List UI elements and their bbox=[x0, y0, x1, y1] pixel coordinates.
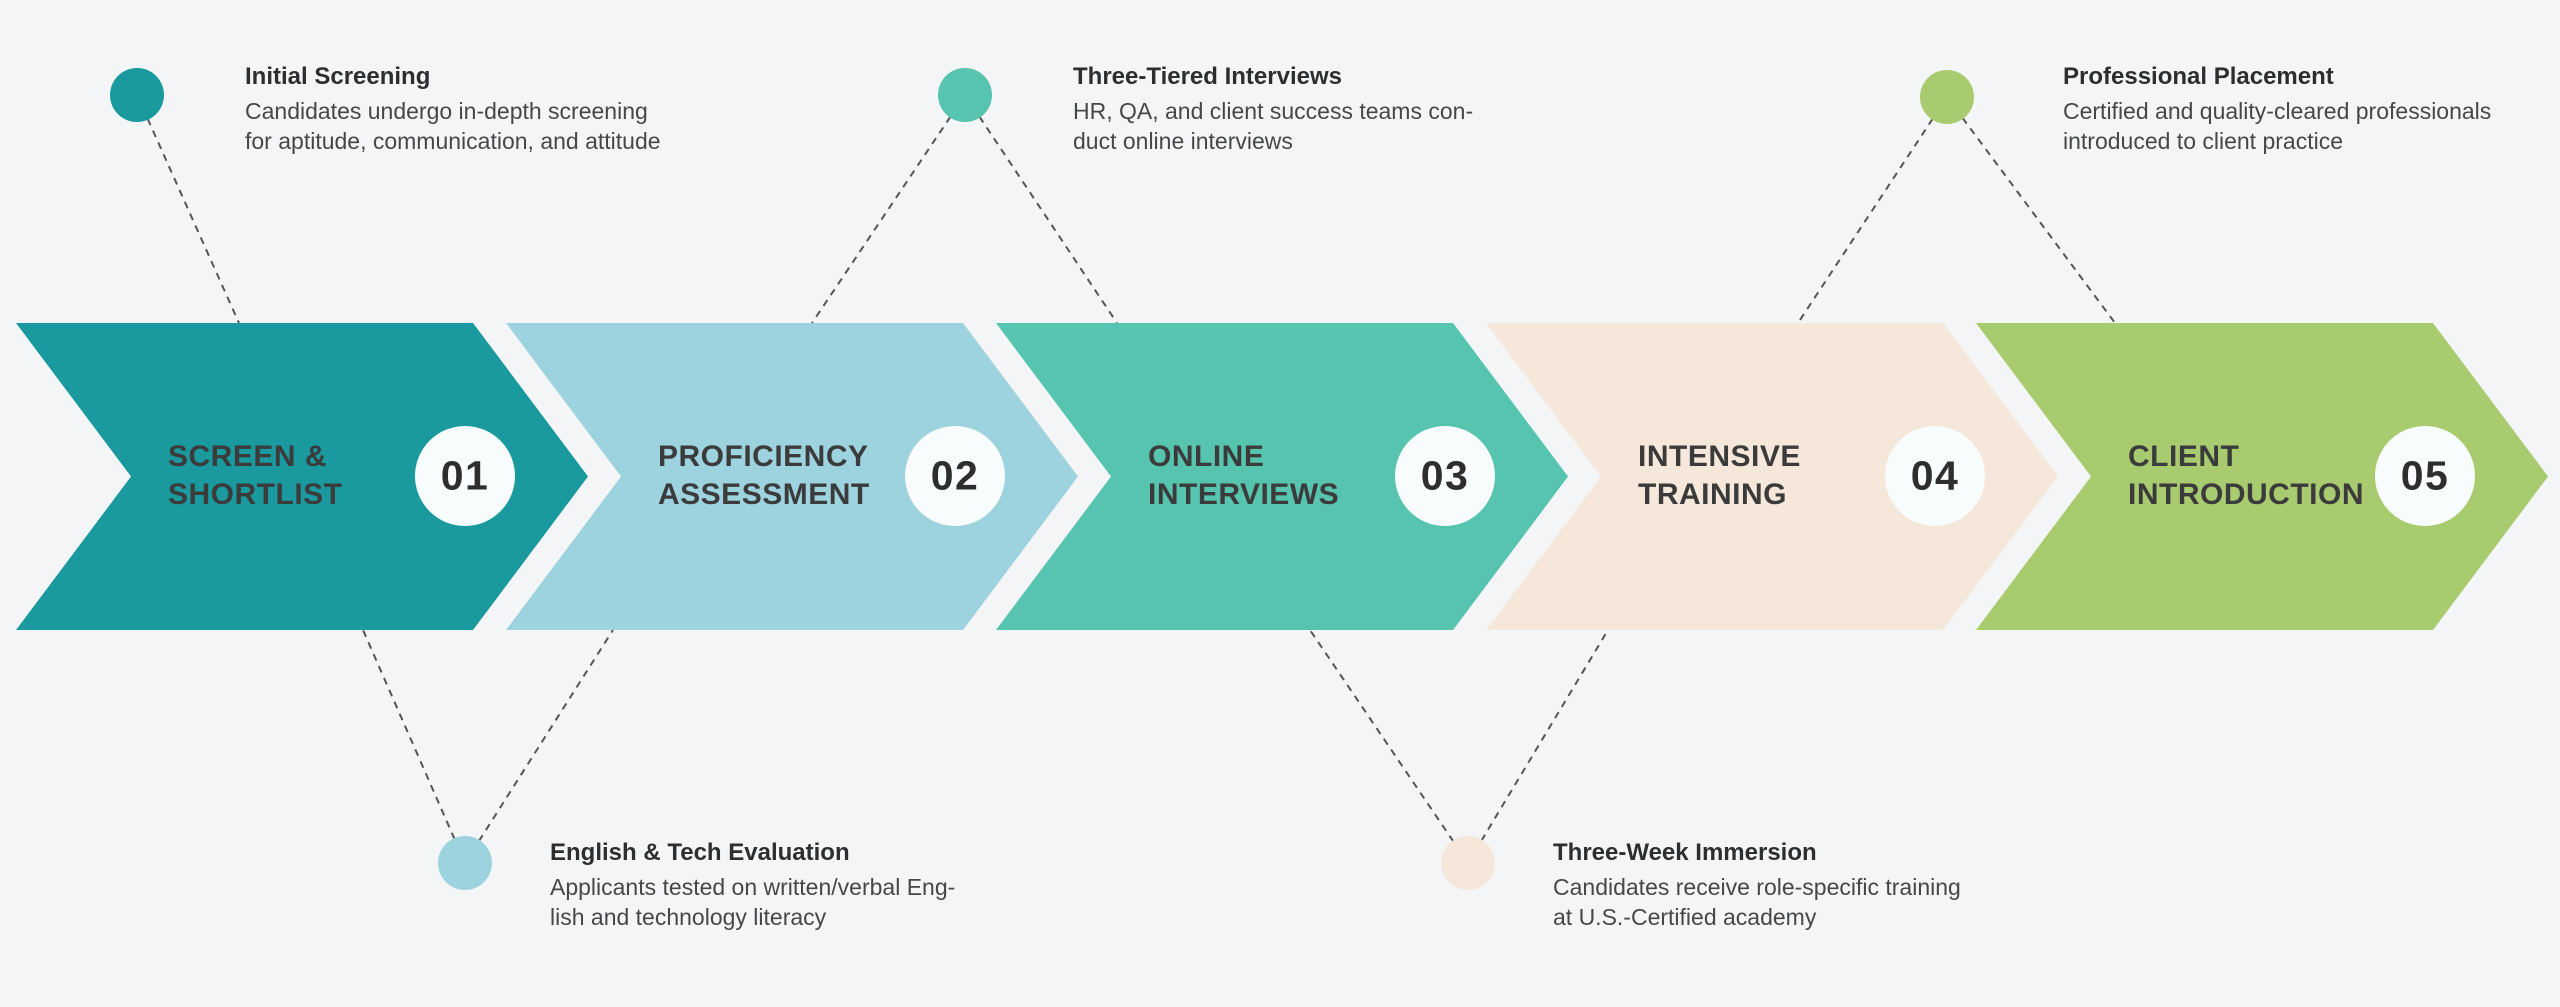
annotation-title: Initial Screening bbox=[245, 63, 431, 90]
step-label-2: PROFICIENCY ASSESSMENT bbox=[658, 438, 870, 514]
annotation-title: Three-Week Immersion bbox=[1553, 839, 1817, 866]
chevron-step-3 bbox=[996, 323, 1568, 630]
annotation-title: English & Tech Evaluation bbox=[550, 839, 850, 866]
connector-initial-screening bbox=[136, 94, 240, 324]
step-label-4-line1: INTENSIVE bbox=[1638, 440, 1801, 473]
annotation-body-line: Candidates receive role-specific trainin… bbox=[1553, 874, 1961, 900]
dot-english-tech bbox=[438, 836, 492, 890]
step-label-3-line2: INTERVIEWS bbox=[1148, 478, 1340, 511]
step-number-4: 04 bbox=[1910, 452, 1960, 499]
connector-professional-left bbox=[1797, 96, 1948, 324]
connector-lines bbox=[136, 94, 2116, 864]
annotation-english-tech: English & Tech Evaluation Applicants tes… bbox=[550, 838, 955, 932]
annotation-body-line: HR, QA, and client success teams con- bbox=[1073, 98, 1474, 124]
step-label-2-line1: PROFICIENCY bbox=[658, 440, 869, 473]
step-label-4-line2: TRAINING bbox=[1638, 478, 1787, 511]
step-label-1: SCREEN & SHORTLIST bbox=[168, 438, 343, 514]
step-label-1-line1: SCREEN & bbox=[168, 440, 328, 473]
step-label-5-line1: CLIENT bbox=[2128, 440, 2240, 473]
dot-initial-screening bbox=[110, 68, 164, 122]
connector-three-tiered-right bbox=[964, 94, 1118, 324]
annotation-body-line: at U.S.-Certified academy bbox=[1553, 904, 1817, 930]
number-circle-3 bbox=[1395, 426, 1495, 526]
dot-professional bbox=[1920, 70, 1974, 124]
number-circle-4 bbox=[1885, 426, 1985, 526]
annotation-three-tiered: Three-Tiered Interviews HR, QA, and clie… bbox=[1073, 62, 1473, 156]
step-label-1-line2: SHORTLIST bbox=[168, 478, 343, 511]
step-label-5-line2: INTRODUCTION bbox=[2128, 478, 2364, 511]
connector-professional-right bbox=[1946, 96, 2116, 324]
number-circle-2 bbox=[905, 426, 1005, 526]
connector-immersion-right bbox=[1467, 629, 1609, 864]
step-label-3-line1: ONLINE bbox=[1148, 440, 1265, 473]
annotation-body-line: Candidates undergo in-depth screening bbox=[245, 98, 648, 124]
annotation-body-line: duct online interviews bbox=[1073, 128, 1293, 154]
annotation-body-line: Certified and quality-cleared profession… bbox=[2063, 98, 2492, 124]
chevron-step-2 bbox=[506, 323, 1078, 630]
annotation-initial-screening: Initial Screening Candidates undergo in-… bbox=[245, 62, 661, 156]
chevron-step-1 bbox=[16, 323, 588, 630]
dot-three-tiered bbox=[938, 68, 992, 122]
annotation-title: Three-Tiered Interviews bbox=[1073, 63, 1342, 90]
annotation-body-line: lish and technology literacy bbox=[550, 904, 827, 930]
annotation-professional: Professional Placement Certified and qua… bbox=[2063, 62, 2491, 156]
chevron-step-4 bbox=[1486, 323, 2058, 630]
step-number-1: 01 bbox=[440, 452, 490, 499]
step-label-2-line2: ASSESSMENT bbox=[658, 478, 870, 511]
step-number-2: 02 bbox=[930, 452, 980, 499]
connector-immersion-left bbox=[1309, 629, 1469, 864]
connector-three-tiered-left bbox=[811, 94, 966, 324]
number-circle-5 bbox=[2375, 426, 2475, 526]
annotation-immersion: Three-Week Immersion Candidates receive … bbox=[1553, 838, 1961, 932]
chevron-step-5 bbox=[1976, 323, 2548, 630]
step-label-5: CLIENT INTRODUCTION bbox=[2128, 438, 2364, 514]
step-label-3: ONLINE INTERVIEWS bbox=[1148, 438, 1339, 514]
connector-english-tech-left bbox=[362, 629, 466, 864]
annotation-title: Professional Placement bbox=[2063, 63, 2334, 90]
annotation-body-line: for aptitude, communication, and attitud… bbox=[245, 128, 661, 154]
dot-immersion bbox=[1441, 836, 1495, 890]
step-number-5: 05 bbox=[2400, 452, 2450, 499]
annotation-body-line: Applicants tested on written/verbal Eng- bbox=[550, 874, 956, 900]
annotation-body-line: introduced to client practice bbox=[2063, 128, 2343, 154]
number-circle-1 bbox=[415, 426, 515, 526]
step-number-3: 03 bbox=[1420, 452, 1470, 499]
connector-english-tech-right bbox=[464, 629, 614, 864]
step-label-4: INTENSIVE TRAINING bbox=[1638, 438, 1801, 514]
